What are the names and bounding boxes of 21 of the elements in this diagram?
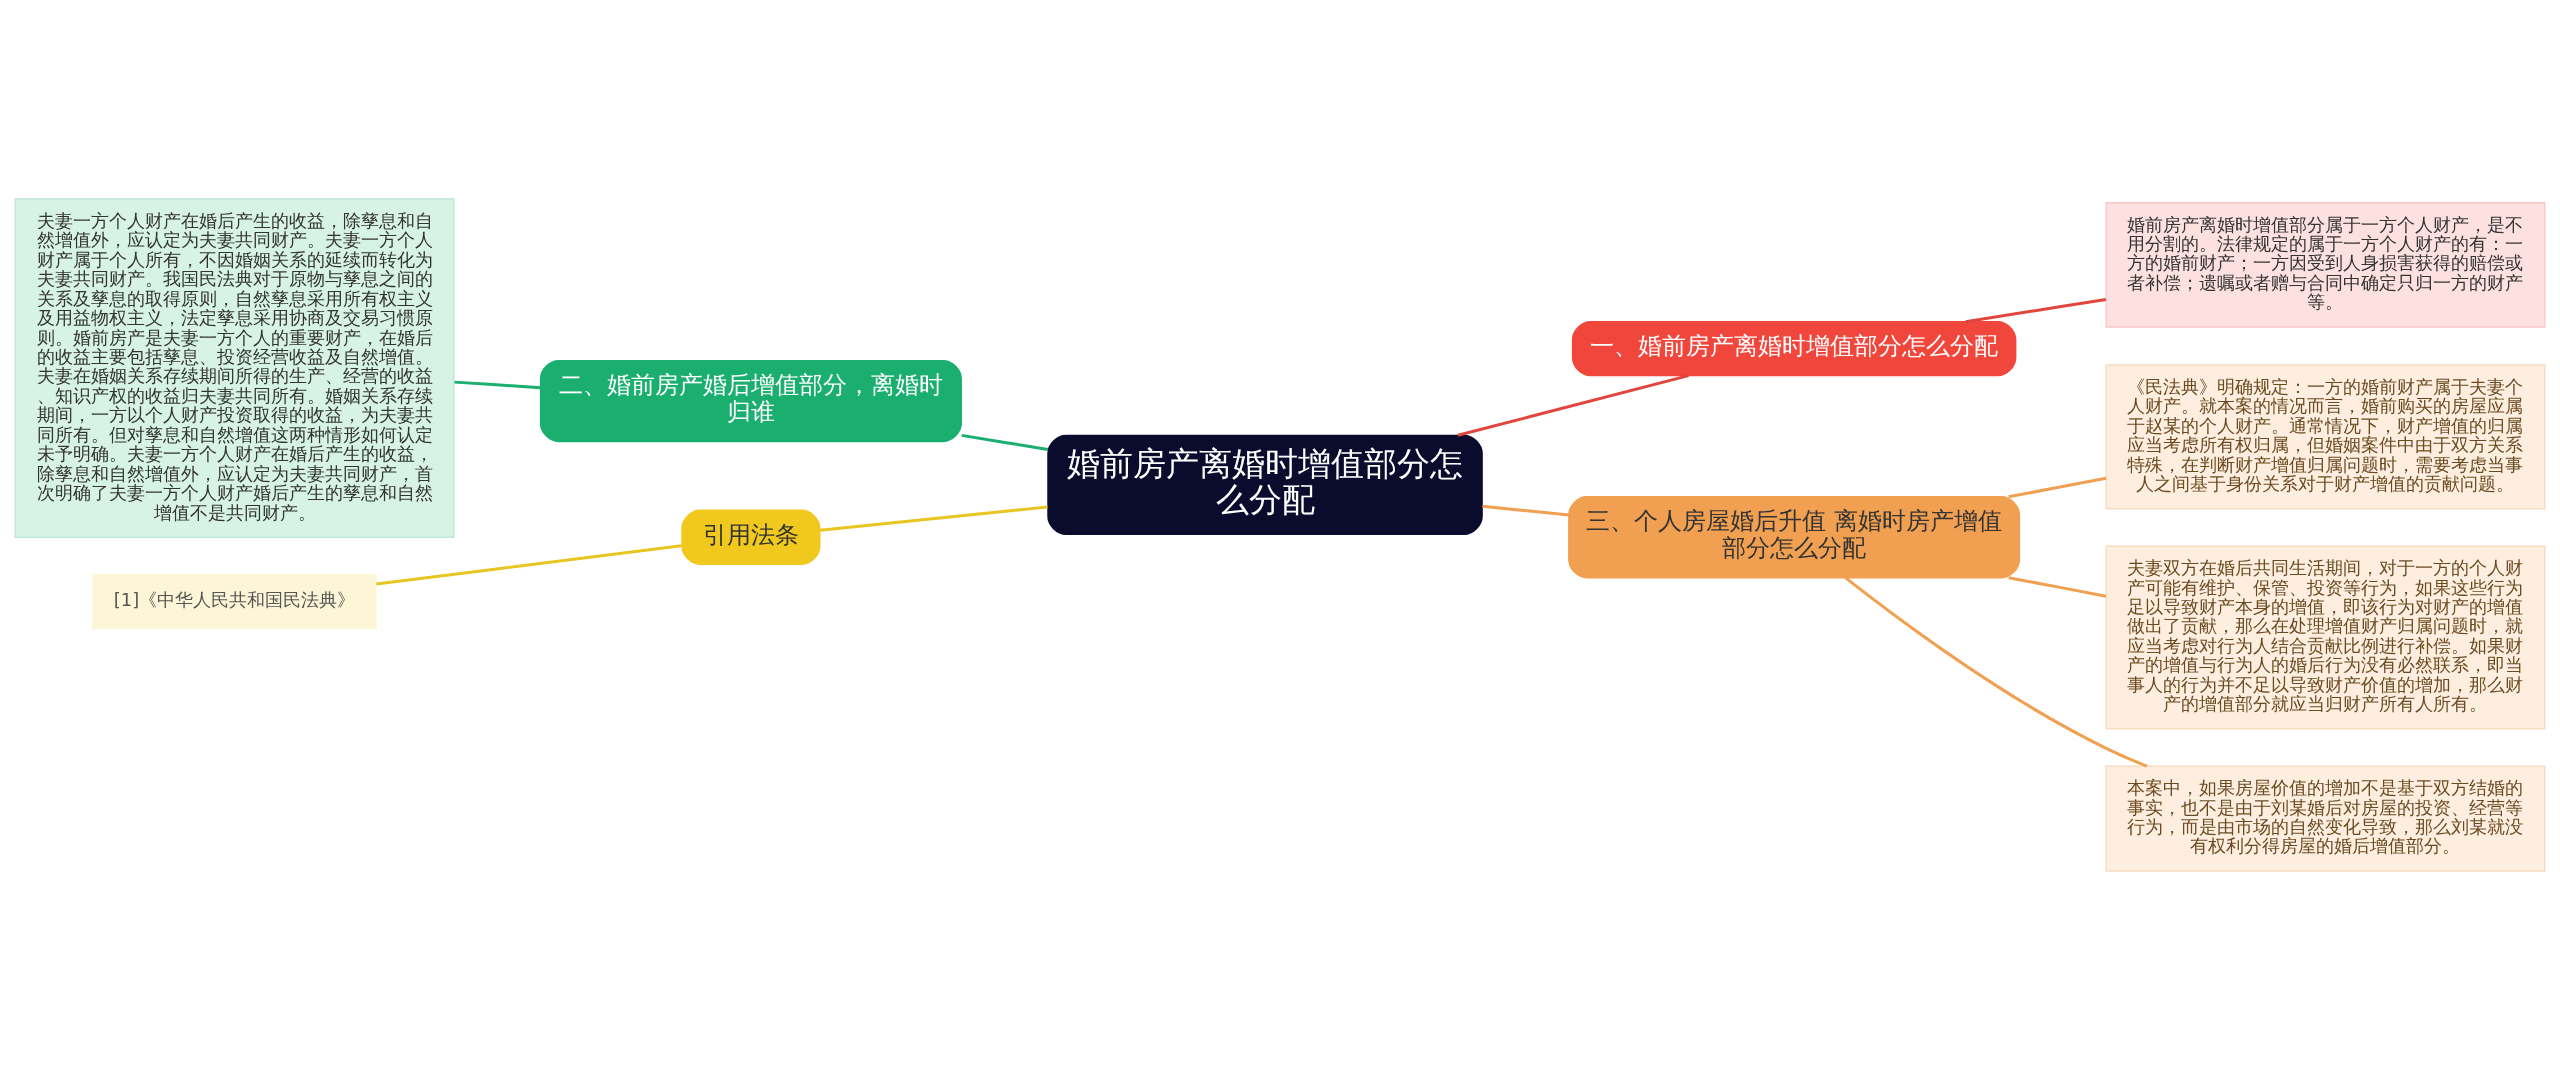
node-box: 夫妻双方在婚后共同生活期间，对于一方的个人财产可能有维护、保管、投资等行为，如果这些行为足以导致财产本身的增值，即该行为对财产的增值做出了贡献，那么在处理增值财产归属问题时，就应当考虑对行为人结合贡献比例进行补偿。如果财产的增值与行为人的婚后行为没有必然联系，即当事人的行为并不足以导致财产价值的增加，那么财产的增值部分就应当归财产所有人所有。 (2105, 545, 2546, 730)
connector (1844, 576, 2148, 768)
connector (820, 505, 1048, 532)
connector (376, 543, 682, 585)
connector (1457, 373, 1689, 437)
node-box: 夫妻一方个人财产在婚后产生的收益，除孳息和自然增值外，应认定为夫妻共同财产。夫妻一方个人财产属于个人所有，不因婚姻关系的延续而转化为夫妻共同财产。我国民法典对于原物与孳息之间的关系及孳息的取得原则，自然孳息采用所有权主义及用益物权主义，法定孳息采用协商及交易习惯原则。婚前房产是夫妻一方个人的重要财产，在婚后的收益主要包括孳息、投资经营收益及自然增值。夫妻在婚姻关系存续期间所得的生产、经营的收益、知识产权的收益归夫妻共同所有。婚姻关系存续期间，一方以个人财产投资取得的收益，为夫妻共同所有。但对孳息和自然增值这两种情形如何认定未予明确。夫妻一方个人财产在婚后产生的收益，除孳息和自然增值外，应认定为夫妻共同财产，首次明确了夫妻一方个人财产婚后产生的孳息和自然增值不是共同财产。 (14, 197, 455, 538)
node-box: 一、婚前房产离婚时增值部分怎么分配 (1571, 320, 2017, 376)
connector (1482, 504, 1569, 516)
connector (961, 433, 1049, 451)
node-box: 二、婚前房产婚后增值部分，离婚时归谁 (539, 359, 962, 442)
node-box: 婚前房产离婚时增值部分属于一方个人财产，是不用分割的。法律规定的属于一方个人财产的有：一方的婚前财产；一方因受到人身损害获得的赔偿或者补偿；遗嘱或者赠与合同中确定只归一方的财产等。 (2105, 201, 2546, 328)
connector (2008, 575, 2107, 598)
connector (454, 380, 541, 389)
connector (2008, 476, 2107, 498)
connector (1965, 297, 2107, 323)
node-box: 引用法条 (681, 509, 821, 565)
node-box: [1]《中华人民共和国民法典》 (92, 573, 377, 629)
node-box: 三、个人房屋婚后升值 离婚时房产增值部分怎么分配 (1568, 495, 2021, 578)
node-box: 婚前房产离婚时增值部分怎么分配 (1047, 434, 1483, 535)
node-box: 《民法典》明确规定：一方的婚前财产属于夫妻个人财产。就本案的情况而言，婚前购买的房屋应属于赵某的个人财产。通常情况下，财产增值的归属应当考虑所有权归属，但婚姻案件中由于双方关系特殊，在判断财产增值归属问题时，需要考虑当事人之间基于身份关系对于财产增值的贡献问题。 (2105, 363, 2546, 510)
node-box: 本案中，如果房屋价值的增加不是基于双方结婚的事实，也不是由于刘某婚后对房屋的投资、经营等行为，而是由市场的自然变化导致，那么刘某就没有权利分得房屋的婚后增值部分。 (2105, 765, 2546, 872)
